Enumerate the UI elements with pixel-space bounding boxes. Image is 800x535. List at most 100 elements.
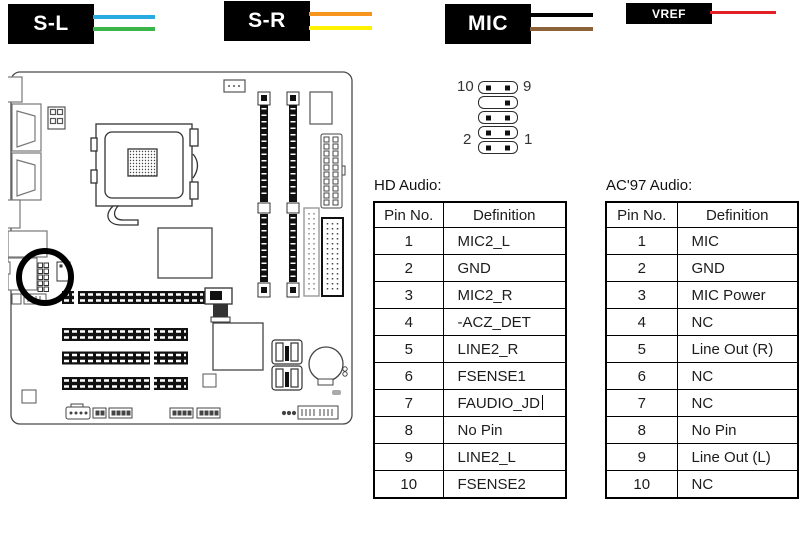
- dimm-slot-1: [257, 91, 271, 298]
- pin-definition: Line Out (L): [676, 443, 799, 471]
- rear-io-ports: [8, 76, 48, 291]
- pin-number: 5: [373, 335, 444, 363]
- pin-definition: LINE2_L: [442, 443, 567, 471]
- sata-connectors: [271, 339, 303, 391]
- front-audio-pin-header-diagram: 10 9 2 1: [455, 70, 550, 165]
- southbridge-chip: [212, 322, 264, 371]
- pin-definition: NC: [676, 389, 799, 417]
- ac97-audio-title: AC'97 Audio:: [606, 177, 693, 194]
- pin-header-rows: [478, 81, 518, 156]
- pin-square-left: [486, 85, 491, 90]
- wire-label-mic: MIC: [445, 4, 531, 44]
- io-controller-chip: [309, 91, 333, 125]
- pin-number: 10: [605, 470, 678, 499]
- pin-definition: FSENSE2: [442, 470, 567, 499]
- atx12v-connector: [47, 106, 66, 130]
- pin-square-right: [505, 85, 510, 90]
- pin-square-left: [486, 130, 491, 135]
- mic-wire-brown: [530, 27, 593, 31]
- pci-slots: [62, 328, 188, 390]
- pin-number: 1: [605, 227, 678, 255]
- pin-definition: MIC: [676, 227, 799, 255]
- pin-definition: Line Out (R): [676, 335, 799, 363]
- pin-number: 2: [605, 254, 678, 282]
- pin2-label: 2: [463, 131, 472, 148]
- small-chip-1: [202, 373, 217, 388]
- pin-number: 7: [605, 389, 678, 417]
- pin-number: 6: [373, 362, 444, 390]
- pin-number: 8: [373, 416, 444, 444]
- northbridge-chip: [157, 227, 213, 279]
- pin-definition: No Pin: [676, 416, 799, 444]
- pin-pair-row: [478, 126, 518, 139]
- atx24-power-connector: [320, 133, 346, 209]
- pin-definition: NC: [676, 308, 799, 336]
- pin-square-left: [486, 115, 491, 120]
- pin-square-right: [505, 115, 510, 120]
- pin10-label: 10: [457, 78, 474, 95]
- pci-slot-1: [62, 328, 188, 341]
- cpu-fan-header: [223, 79, 246, 93]
- small-chip-2: [21, 389, 37, 404]
- column-header: Definition: [676, 201, 799, 228]
- floppy-connector: [303, 207, 320, 297]
- pin-number: 3: [373, 281, 444, 309]
- text-cursor: [542, 394, 544, 410]
- pin-definition: MIC Power: [676, 281, 799, 309]
- sr-wire-orange: [309, 12, 372, 16]
- column-header: Pin No.: [605, 201, 678, 228]
- pin-number: 10: [373, 470, 444, 499]
- pin-definition: MIC2_L: [442, 227, 567, 255]
- cmos-battery: [308, 346, 348, 395]
- wire-label-vref: VREF: [626, 3, 712, 24]
- column-header: Definition: [442, 201, 567, 228]
- pin-number: 3: [605, 281, 678, 309]
- sl-wire-green: [93, 27, 155, 31]
- pin-number: 2: [373, 254, 444, 282]
- sr-wire-yellow: [309, 26, 372, 30]
- pin-pair-row: [478, 96, 518, 109]
- vref-wire-red: [710, 11, 776, 14]
- pin1-label: 1: [524, 131, 533, 148]
- pin-definition: FSENSE1: [442, 362, 567, 390]
- pci-slot-3: [62, 377, 188, 390]
- pin-definition: No Pin: [442, 416, 567, 444]
- pin-definition: GND: [676, 254, 799, 282]
- dimm-slots: [257, 91, 300, 298]
- pin-definition: LINE2_R: [442, 335, 567, 363]
- pin-number: 5: [605, 335, 678, 363]
- pin-definition: -ACZ_DET: [442, 308, 567, 336]
- pin-number: 9: [373, 443, 444, 471]
- column-header: Pin No.: [373, 201, 444, 228]
- pin-definition: MIC2_R: [442, 281, 567, 309]
- pin9-label: 9: [523, 78, 532, 95]
- pin-pair-row: [478, 111, 518, 124]
- pin-square-right: [505, 130, 510, 135]
- ide-connector: [321, 217, 344, 297]
- mic-wire-black: [530, 13, 593, 17]
- pin-definition: GND: [442, 254, 567, 282]
- pin-definition: FAUDIO_JD: [442, 389, 567, 417]
- pin-number: 1: [373, 227, 444, 255]
- pin-number: 4: [373, 308, 444, 336]
- pin-pair-row: [478, 81, 518, 94]
- hd-audio-title: HD Audio:: [374, 177, 442, 194]
- wire-label-sr: S-R: [224, 1, 310, 41]
